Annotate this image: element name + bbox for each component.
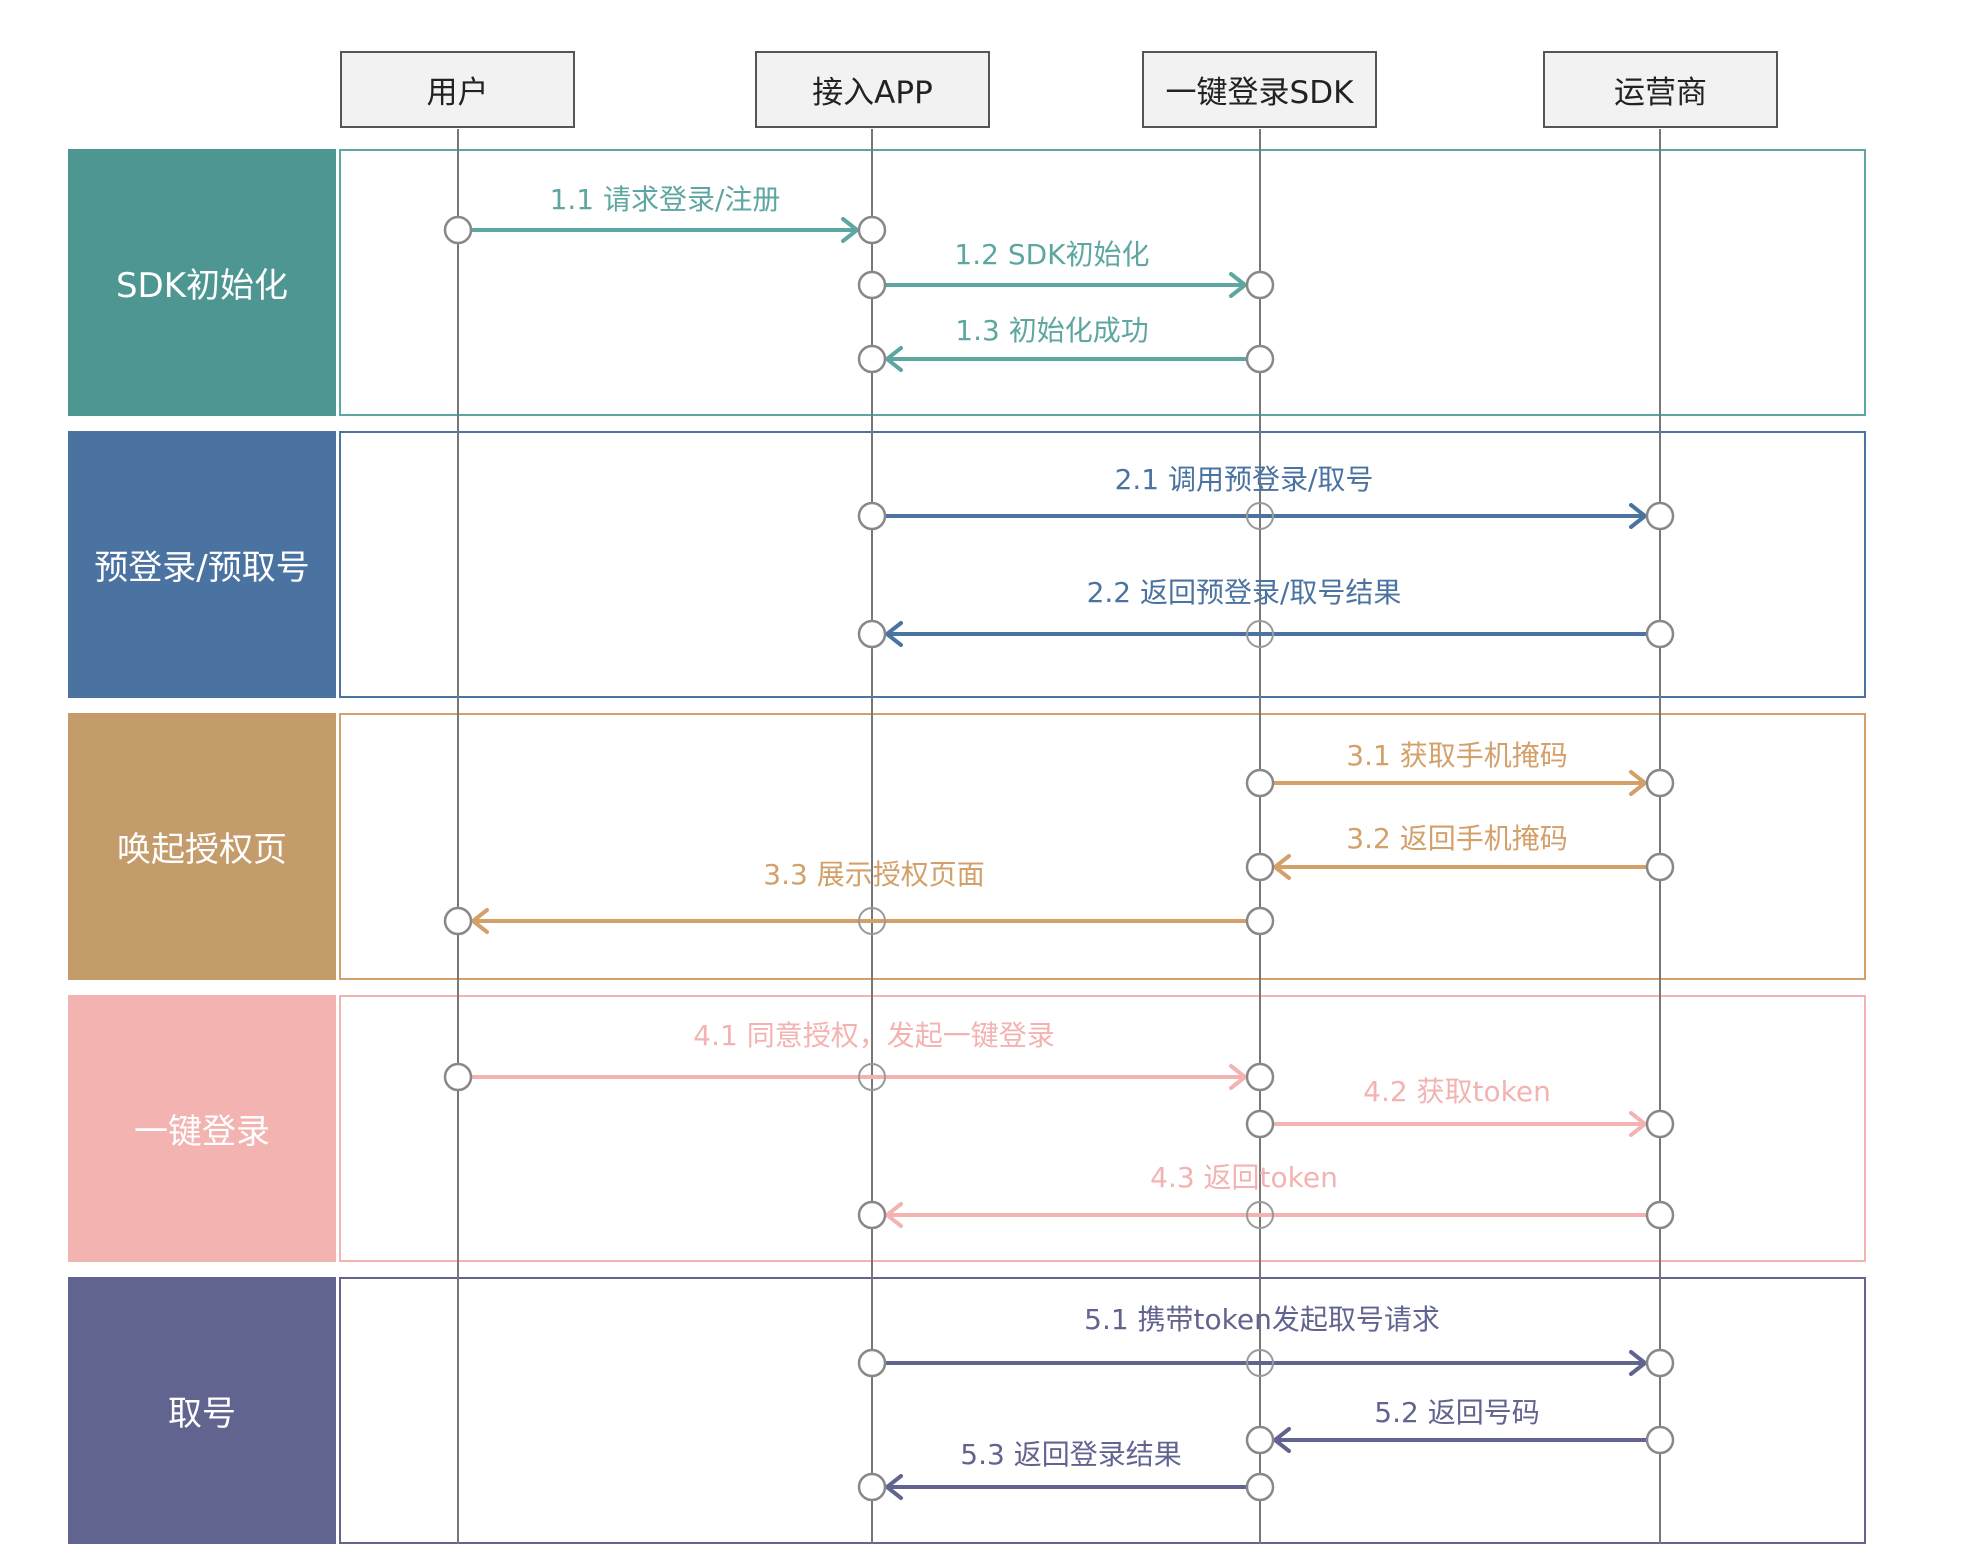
arrow-head-icon [1229,1064,1247,1090]
message-start-circle [857,270,887,300]
message-7: 3.2 返回手机掩码 [1245,822,1675,882]
arrow-head-icon [1229,272,1247,298]
arrow-head-icon [1629,770,1647,796]
message-start-circle [1645,852,1675,882]
message-end-circle [857,344,887,374]
lane-label-sdk-init: SDK初始化 [68,149,336,416]
message-4: 2.1 调用预登录/取号 [857,463,1675,531]
arrow-head-icon [885,1202,903,1228]
message-start-circle [857,501,887,531]
message-start-circle [443,1062,473,1092]
message-11: 4.3 返回token [857,1161,1675,1230]
message-3: 1.3 初始化成功 [857,314,1275,374]
message-label: 5.3 返回登录结果 [960,1438,1181,1471]
lane-label-auth-page: 唤起授权页 [68,713,336,980]
arrow-head-icon [1273,854,1291,880]
message-label: 1.1 请求登录/注册 [550,183,781,216]
message-label: 4.3 返回token [1150,1161,1338,1194]
arrow-head-icon [841,217,859,243]
lane-label-pre-login: 预登录/预取号 [68,431,336,698]
lifeline-cross-circle [1246,1349,1274,1377]
actor-sdk: 一键登录SDK [1142,51,1377,128]
message-12: 5.1 携带token发起取号请求 [857,1303,1675,1378]
message-end-circle [443,906,473,936]
message-label: 1.3 初始化成功 [955,314,1148,347]
message-end-circle [857,215,887,245]
message-start-circle [1245,906,1275,936]
message-label: 4.2 获取token [1363,1075,1551,1108]
arrow-head-icon [885,346,903,372]
message-end-circle [1245,852,1275,882]
arrow-head-icon [1629,1350,1647,1376]
lane-frame-one-click-login [339,995,1866,1262]
message-label: 5.2 返回号码 [1374,1396,1539,1429]
message-2: 1.2 SDK初始化 [857,238,1275,300]
message-label: 3.3 展示授权页面 [763,858,984,891]
arrow-head-icon [471,908,489,934]
message-start-circle [1645,619,1675,649]
message-label: 3.1 获取手机掩码 [1346,739,1567,772]
actor-carrier: 运营商 [1543,51,1778,128]
message-start-circle [1245,768,1275,798]
message-start-circle [1645,1425,1675,1455]
message-label: 3.2 返回手机掩码 [1346,822,1567,855]
arrow-head-icon [1273,1427,1291,1453]
message-13: 5.2 返回号码 [1245,1396,1675,1455]
message-5: 2.2 返回预登录/取号结果 [857,576,1675,649]
arrow-head-icon [885,621,903,647]
message-9: 4.1 同意授权，发起一键登录 [443,1019,1275,1092]
message-end-circle [857,1472,887,1502]
arrow-head-icon [885,1474,903,1500]
actor-user: 用户 [340,51,575,128]
message-10: 4.2 获取token [1245,1075,1675,1139]
message-end-circle [1645,501,1675,531]
lane-frame-sdk-init [339,149,1866,416]
message-end-circle [1645,768,1675,798]
message-end-circle [857,1200,887,1230]
message-label: 2.2 返回预登录/取号结果 [1087,576,1402,609]
message-start-circle [1645,1200,1675,1230]
message-8: 3.3 展示授权页面 [443,858,1275,936]
message-start-circle [1245,1109,1275,1139]
message-end-circle [1245,1062,1275,1092]
lifeline-cross-circle [858,1063,886,1091]
message-start-circle [1245,344,1275,374]
message-label: 4.1 同意授权，发起一键登录 [693,1019,1054,1052]
lane-label-get-number: 取号 [68,1277,336,1544]
lifeline-cross-circle [858,907,886,935]
lifeline-cross-circle [1246,502,1274,530]
message-label: 1.2 SDK初始化 [954,238,1149,271]
lane-label-one-click-login: 一键登录 [68,995,336,1262]
message-14: 5.3 返回登录结果 [857,1438,1275,1502]
message-start-circle [443,215,473,245]
message-6: 3.1 获取手机掩码 [1245,739,1675,798]
arrow-head-icon [1629,503,1647,529]
lane-frame-get-number [339,1277,1866,1544]
message-start-circle [1245,1472,1275,1502]
message-1: 1.1 请求登录/注册 [443,183,887,245]
message-end-circle [857,619,887,649]
message-end-circle [1645,1109,1675,1139]
lane-frame-auth-page [339,713,1866,980]
message-start-circle [857,1348,887,1378]
arrow-head-icon [1629,1111,1647,1137]
lifeline-cross-circle [1246,620,1274,648]
lifeline-cross-circle [1246,1201,1274,1229]
message-end-circle [1245,270,1275,300]
message-label: 5.1 携带token发起取号请求 [1084,1303,1440,1336]
message-end-circle [1645,1348,1675,1378]
lane-frame-pre-login [339,431,1866,698]
message-end-circle [1245,1425,1275,1455]
message-label: 2.1 调用预登录/取号 [1115,463,1374,496]
actor-app: 接入APP [755,51,990,128]
